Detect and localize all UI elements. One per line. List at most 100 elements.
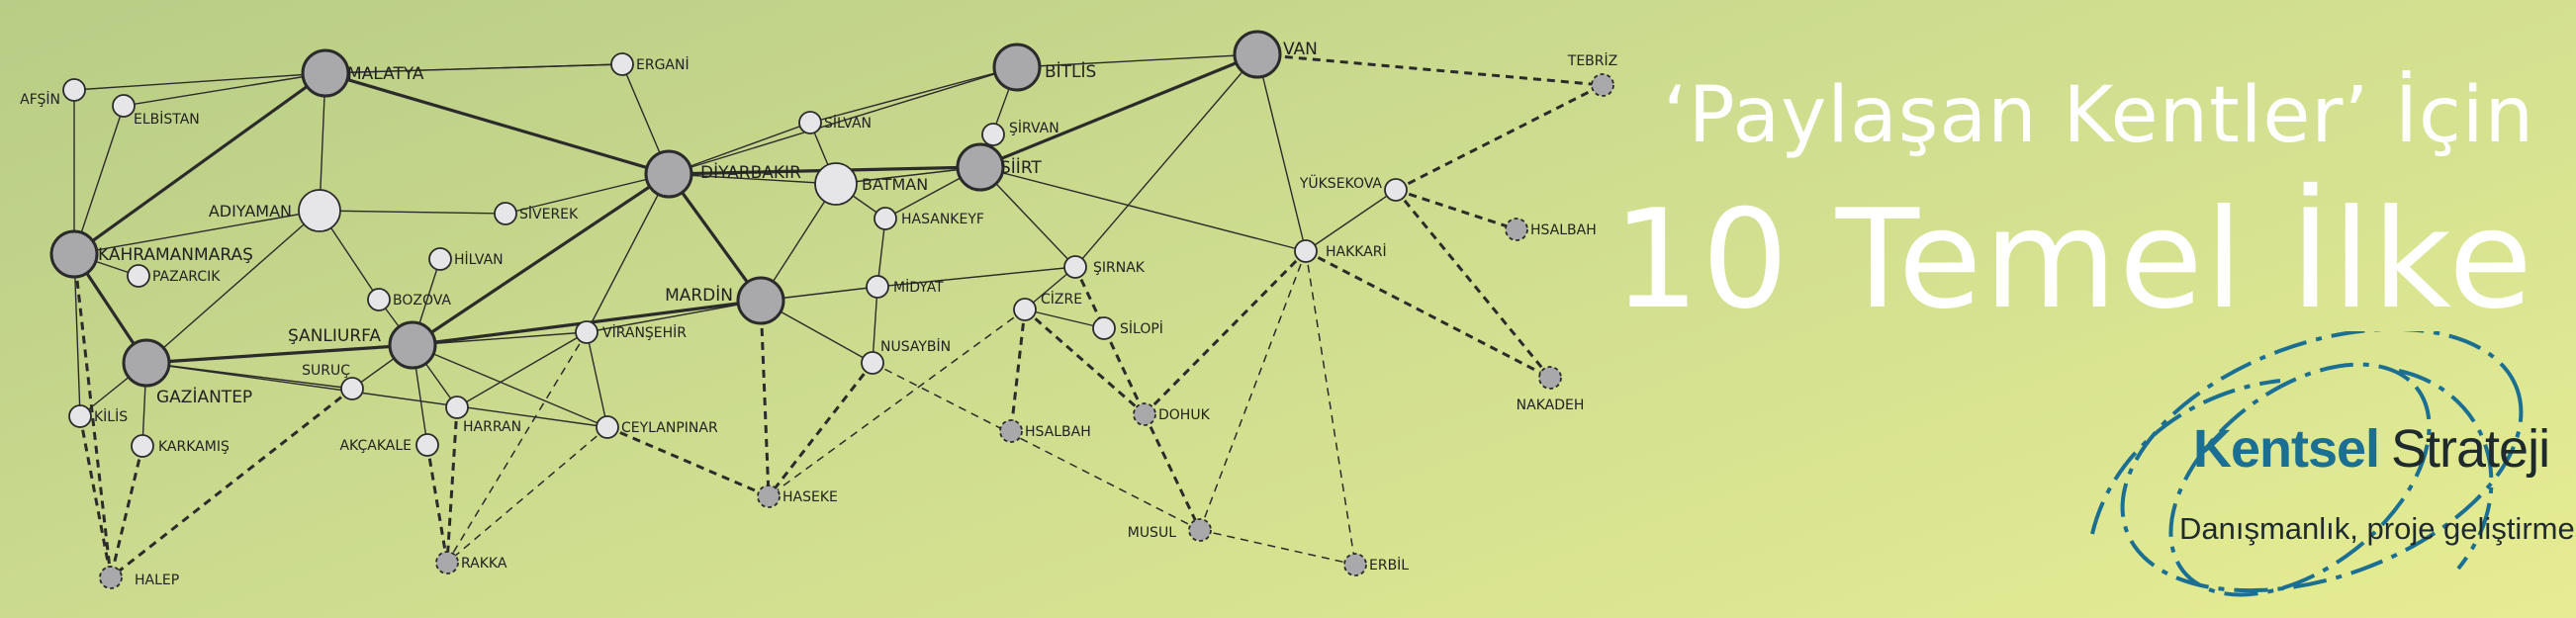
label-gaziantep: GAZİANTEP (156, 387, 252, 407)
node-diyarbakir (644, 149, 693, 199)
label-viransehir: VİRANŞEHİR (602, 323, 687, 341)
label-midyat: MİDYAT (893, 278, 944, 296)
node-tebriz (1591, 73, 1614, 97)
label-kahramanmaras: KAHRAMANMARAŞ (98, 245, 253, 265)
node-viransehir (575, 320, 598, 344)
edge-nusaybin-musul (872, 362, 1201, 531)
edge-silvan-bitlis (809, 66, 1018, 124)
node-mardin (736, 276, 785, 325)
edge-diyarbakir-siverek (505, 173, 670, 215)
edge-hakkari-yuksekova (1305, 189, 1397, 252)
node-adiyaman (298, 189, 341, 232)
node-elbistan (112, 94, 136, 118)
edge-cizre-haseke (768, 309, 1026, 497)
title-line-2: 10 Temel İlke (1612, 180, 2534, 339)
node-silvan (798, 111, 822, 134)
edge-diyarbakir-bitlis (668, 66, 1018, 175)
node-midyat (866, 275, 889, 299)
edge-cizre-silopi (1024, 309, 1105, 329)
label-bozova: BOZOVA (393, 293, 451, 309)
edge-harran-viransehir (456, 331, 588, 408)
label-nusaybin: NUSAYBİN (880, 337, 951, 355)
edge-diyarbakir-mardin (667, 173, 763, 302)
logo-swirl-icon (2090, 331, 2524, 597)
label-halep: HALEP (135, 573, 179, 588)
node-gaziantep (122, 338, 171, 388)
label-sirnak: ŞIRNAK (1093, 260, 1146, 276)
edge-malatya-kahramanmaras (73, 71, 326, 256)
label-suruc: SURUÇ (302, 363, 350, 379)
node-karkamis (131, 434, 154, 458)
label-hsalbah1: HSALBAH (1025, 424, 1091, 440)
label-elbistan: ELBİSTAN (134, 110, 200, 128)
edge-malatya-ergani (324, 63, 623, 74)
edge-akcakale-rakka (425, 444, 449, 564)
edge-viransehir-mardin (586, 300, 762, 333)
edge-sirnak-van (1074, 53, 1258, 268)
label-akcakale: AKÇAKALE (339, 438, 412, 454)
edge-yuksekova-tebriz (1395, 83, 1604, 192)
label-mardin: MARDİN (665, 285, 733, 306)
label-tebriz: TEBRİZ (1567, 51, 1617, 69)
edge-sanliurfa-diyarbakir (412, 172, 670, 347)
edge-harran-rakka (445, 406, 459, 564)
edge-hakkari-musul (1199, 250, 1307, 531)
label-musul: MUSUL (1128, 525, 1176, 541)
label-nakadeh: NAKADEH (1517, 397, 1585, 413)
edge-gaziantep-sanliurfa (145, 343, 414, 365)
node-sanliurfa (388, 320, 437, 370)
edge-karkamis-halep (109, 445, 144, 578)
label-van: VAN (1283, 40, 1318, 59)
label-erbil: ERBİL (1369, 556, 1409, 574)
logo-tagline: Danışmanlık, proje geliştirme ltd. şti (2179, 511, 2576, 546)
edge-van-tebriz (1256, 52, 1604, 87)
node-halep (99, 566, 123, 589)
edge-viransehir-ceylanpinar (586, 331, 608, 428)
node-hsalbah2 (1505, 218, 1528, 241)
edge-mardin-haseke (759, 300, 771, 497)
edge-malatya-afsin (73, 72, 326, 91)
logo-word-strateji: Strateji (2391, 419, 2550, 479)
label-cizre: CİZRE (1041, 290, 1082, 308)
label-hilvan: HİLVAN (454, 250, 504, 268)
edge-sirnak-dohuk (1073, 266, 1147, 415)
node-ceylanpinar (596, 415, 619, 439)
edge-kahramanmaras-kilis (73, 253, 81, 417)
label-haseke: HASEKE (782, 489, 838, 505)
label-silopi: SİLOPİ (1120, 319, 1163, 337)
edge-hakkari-nakadeh (1305, 249, 1551, 380)
label-hakkari: HAKKARİ (1326, 242, 1387, 260)
edge-viransehir-rakka (446, 331, 588, 564)
kentsel-strateji-logo: Kentsel Strateji Danışmanlık, proje geli… (2072, 331, 2576, 618)
edge-kahramanmaras-adiyaman (73, 210, 321, 255)
edge-dohuk-musul (1143, 413, 1202, 531)
edge-hakkari-dohuk (1143, 249, 1308, 416)
node-hilvan (428, 247, 452, 271)
title-line-1: ‘Paylaşan Kentler’ İçin (1663, 71, 2534, 160)
node-bitlis (992, 43, 1042, 92)
node-hsalbah1 (999, 419, 1023, 443)
network-nodes (49, 30, 1614, 589)
edge-cizre-hsalbah1 (1009, 309, 1027, 432)
logo-word-kentsel: Kentsel (2193, 419, 2380, 479)
node-cizre (1013, 298, 1037, 321)
edge-diyarbakir-batman (668, 173, 837, 185)
label-ceylanpinar: CEYLANPINAR (621, 420, 718, 436)
label-rakka: RAKKA (461, 556, 507, 572)
label-hsalbah2: HSALBAH (1530, 222, 1597, 238)
label-bitlis: BİTLİS (1045, 61, 1096, 82)
edge-siirt-hakkari (979, 166, 1307, 252)
node-nusaybin (861, 351, 884, 375)
edge-suruc-halep (110, 387, 353, 579)
label-batman: BATMAN (862, 175, 928, 194)
edge-adiyaman-gaziantep (145, 210, 321, 364)
node-batman (814, 162, 858, 206)
node-yuksekova (1384, 178, 1408, 202)
node-rakka (435, 551, 459, 574)
label-afsin: AFŞİN (20, 90, 60, 108)
label-diyarbakir: DİYARBAKIR (700, 162, 801, 183)
node-hasankeyf (874, 207, 897, 230)
node-musul (1188, 518, 1212, 542)
